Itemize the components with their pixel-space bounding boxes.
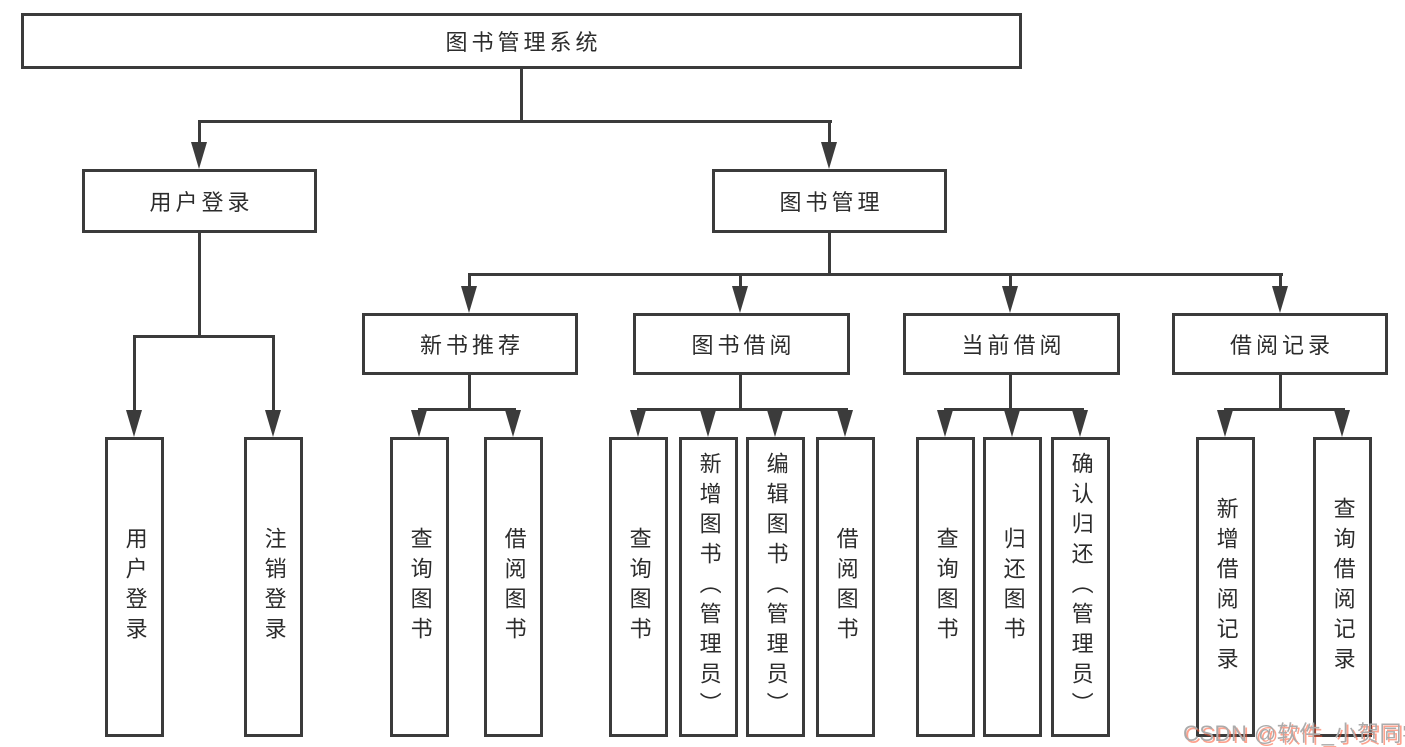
arrow-down-icon <box>126 410 142 437</box>
node-label: 归还图书 <box>1000 527 1026 647</box>
edge-borrow-records-bar <box>1224 408 1345 411</box>
arrow-down-icon <box>1004 410 1020 437</box>
node-leaf-user-login: 用户登录 <box>105 437 164 737</box>
edge-level3-drop <box>1009 273 1012 289</box>
node-leaf-bb-borrow-books: 借阅图书 <box>816 437 875 737</box>
node-book-borrow: 图书借阅 <box>633 313 850 375</box>
arrow-down-icon <box>1217 410 1233 437</box>
arrow-down-icon <box>1002 286 1018 313</box>
edge-book-mgmt-bar <box>468 273 1283 276</box>
arrow-down-icon <box>630 410 646 437</box>
node-label: 图书管理 <box>779 190 884 215</box>
node-current-borrow: 当前借阅 <box>903 313 1120 375</box>
arrow-down-icon <box>265 410 281 437</box>
node-label: 用户登录 <box>122 527 148 647</box>
node-label: 当前借阅 <box>961 333 1066 358</box>
edge-level3-drop <box>468 273 471 289</box>
node-leaf-cb-query-books: 查询图书 <box>916 437 975 737</box>
node-label: 新书推荐 <box>419 333 524 358</box>
node-label: 用户登录 <box>149 190 254 215</box>
edge-root-stem <box>520 66 523 123</box>
node-new-book-rec: 新书推荐 <box>362 313 578 375</box>
node-label: 借阅图书 <box>833 527 859 647</box>
csdn-watermark: CSDN @软件_小贺同学 <box>1183 721 1405 746</box>
node-label: 查询图书 <box>626 527 652 647</box>
node-label: 查询图书 <box>407 527 433 647</box>
node-leaf-logout: 注销登录 <box>244 437 303 737</box>
arrow-down-icon <box>837 410 853 437</box>
node-leaf-bb-query-books: 查询图书 <box>609 437 668 737</box>
edge-leaf-drop <box>272 335 275 415</box>
node-leaf-bb-add-books-admin: 新增图书（管理员） <box>679 437 738 737</box>
node-leaf-nb-query-books: 查询图书 <box>390 437 449 737</box>
arrow-down-icon <box>505 410 521 437</box>
node-user-login: 用户登录 <box>82 169 317 233</box>
edge-borrow-records-stem <box>1279 372 1282 411</box>
edge-root-bar <box>198 120 832 123</box>
edge-new-book-rec-stem <box>468 372 471 411</box>
node-label: 确认归还（管理员） <box>1068 452 1094 722</box>
edge-book-mgmt-drop <box>828 120 831 146</box>
node-book-mgmt: 图书管理 <box>712 169 947 233</box>
node-borrow-records: 借阅记录 <box>1172 313 1388 375</box>
edge-book-borrow-stem <box>739 372 742 411</box>
edge-book-borrow-bar <box>637 408 848 411</box>
arrow-down-icon <box>937 410 953 437</box>
arrow-down-icon <box>700 410 716 437</box>
node-label: 借阅图书 <box>501 527 527 647</box>
node-leaf-bb-edit-books-admin: 编辑图书（管理员） <box>746 437 805 737</box>
edge-level3-drop <box>739 273 742 289</box>
edge-book-mgmt-stem <box>828 230 831 276</box>
node-label: 图书管理系统 <box>445 30 602 55</box>
arrow-down-icon <box>732 286 748 313</box>
node-label: 借阅记录 <box>1229 333 1334 358</box>
arrow-down-icon <box>1334 410 1350 437</box>
node-label: 编辑图书（管理员） <box>763 452 789 722</box>
arrow-down-icon <box>461 286 477 313</box>
arrow-down-icon <box>411 410 427 437</box>
node-library-system: 图书管理系统 <box>21 13 1022 69</box>
node-label: 查询图书 <box>933 527 959 647</box>
edge-user-login-drop <box>198 120 201 146</box>
node-label: 注销登录 <box>261 527 287 647</box>
node-leaf-br-query-record: 查询借阅记录 <box>1313 437 1372 737</box>
edge-current-borrow-bar <box>944 408 1084 411</box>
edge-user-login-bar <box>133 335 275 338</box>
edge-new-book-rec-bar <box>418 408 516 411</box>
arrow-down-icon <box>767 410 783 437</box>
edge-current-borrow-stem <box>1009 372 1012 411</box>
edge-user-login-stem <box>198 230 201 338</box>
node-leaf-cb-confirm-return-admin: 确认归还（管理员） <box>1051 437 1110 737</box>
node-label: 新增借阅记录 <box>1213 497 1239 677</box>
node-label: 查询借阅记录 <box>1330 497 1356 677</box>
node-leaf-nb-borrow-books: 借阅图书 <box>484 437 543 737</box>
arrow-down-icon <box>1272 286 1288 313</box>
arrow-down-icon <box>191 142 207 169</box>
node-leaf-br-add-record: 新增借阅记录 <box>1196 437 1255 737</box>
arrow-down-icon <box>821 142 837 169</box>
edge-level3-drop <box>1279 273 1282 289</box>
edge-leaf-drop <box>133 335 136 415</box>
node-label: 新增图书（管理员） <box>696 452 722 722</box>
node-label: 图书借阅 <box>691 333 796 358</box>
node-leaf-cb-return-books: 归还图书 <box>983 437 1042 737</box>
arrow-down-icon <box>1072 410 1088 437</box>
